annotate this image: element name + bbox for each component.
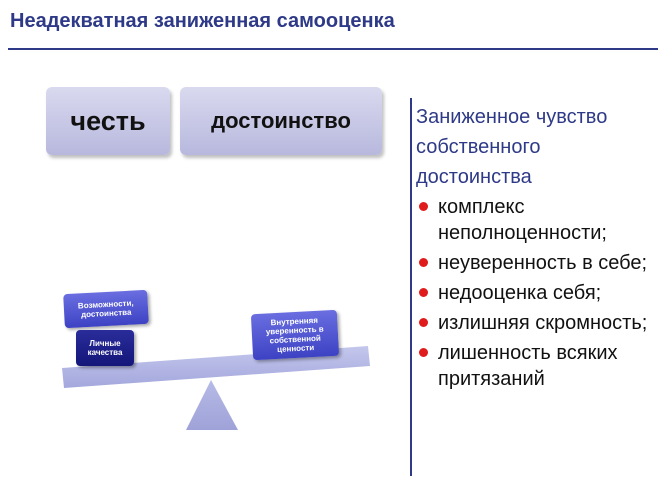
- list-item: недооценка себя;: [416, 280, 661, 306]
- title-divider: [8, 48, 658, 50]
- personal-qualities-label: Личные качества: [87, 338, 123, 357]
- panel-heading: Заниженное чувство собственного достоинс…: [416, 106, 608, 188]
- slide-title: Неадекватная заниженная самооценка: [10, 10, 395, 32]
- list-item-text: неуверенность в себе;: [438, 252, 648, 274]
- bullet-dot-icon: [419, 318, 428, 327]
- self-esteem-panel: Заниженное чувство собственного достоинс…: [416, 102, 661, 396]
- list-item: неуверенность в себе;: [416, 250, 661, 276]
- dignity-box: достоинство: [180, 87, 382, 155]
- bullet-dot-icon: [419, 288, 428, 297]
- list-item-text: комплекс неполноценности;: [438, 196, 607, 244]
- bullet-dot-icon: [419, 202, 428, 211]
- list-item: лишенность всяких притязаний: [416, 340, 661, 392]
- list-item-text: недооценка себя;: [438, 282, 602, 304]
- vertical-divider: [410, 98, 412, 476]
- honor-box: честь: [46, 87, 170, 155]
- bullet-dot-icon: [419, 348, 428, 357]
- bullet-list: комплекс неполноценности; неуверенность …: [416, 194, 661, 392]
- balance-scale: [62, 346, 370, 430]
- honor-label: честь: [70, 105, 146, 136]
- list-item-text: излишняя скромность;: [438, 312, 648, 334]
- list-item: комплекс неполноценности;: [416, 194, 661, 246]
- abilities-label: Возможности, достоинства: [77, 298, 134, 320]
- abilities-tag: Возможности, достоинства: [63, 289, 149, 329]
- personal-qualities-tag: Личные качества: [76, 330, 134, 366]
- bullet-dot-icon: [419, 258, 428, 267]
- scale-fulcrum: [186, 380, 238, 430]
- list-item-text: лишенность всяких притязаний: [438, 342, 618, 390]
- list-item: излишняя скромность;: [416, 310, 661, 336]
- inner-confidence-label: Внутренняя уверенность в собственной цен…: [265, 315, 324, 355]
- dignity-label: достоинство: [211, 108, 351, 133]
- inner-confidence-tag: Внутренняя уверенность в собственной цен…: [250, 309, 340, 361]
